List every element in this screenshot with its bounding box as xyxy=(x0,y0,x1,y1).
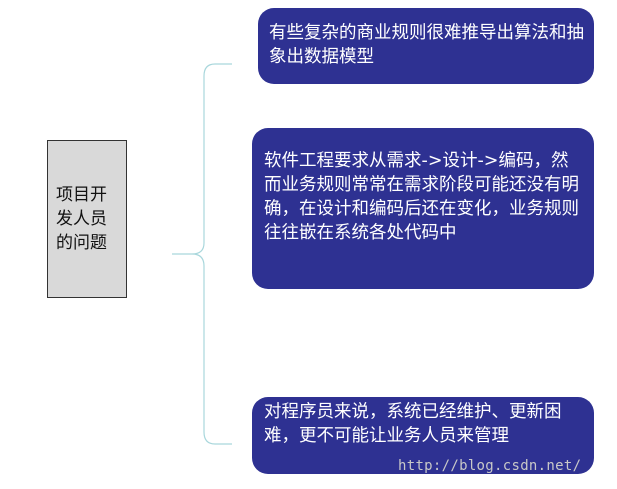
branch-node-1-text: 有些复杂的商业规则很难推导出算法和抽象出数据模型 xyxy=(269,23,584,67)
branch-node-2-text: 软件工程要求从需求->设计->编码，然而业务规则常常在需求阶段可能还没有明确，在… xyxy=(264,151,579,243)
branch-node-3-text: 对程序员来说，系统已经维护、更新困难，更不可能让业务人员来管理 xyxy=(264,402,562,446)
watermark: http://blog.csdn.net/ xyxy=(398,458,582,474)
branch-node-1: 有些复杂的商业规则很难推导出算法和抽象出数据模型 xyxy=(258,8,594,84)
branch-node-2: 软件工程要求从需求->设计->编码，然而业务规则常常在需求阶段可能还没有明确，在… xyxy=(252,128,594,289)
branch-node-3: 对程序员来说，系统已经维护、更新困难，更不可能让业务人员来管理 xyxy=(252,397,594,474)
bracket-connector-path xyxy=(172,63,232,445)
root-node: 项目开发人员的问题 xyxy=(47,140,127,298)
root-node-label: 项目开发人员的问题 xyxy=(56,185,107,253)
